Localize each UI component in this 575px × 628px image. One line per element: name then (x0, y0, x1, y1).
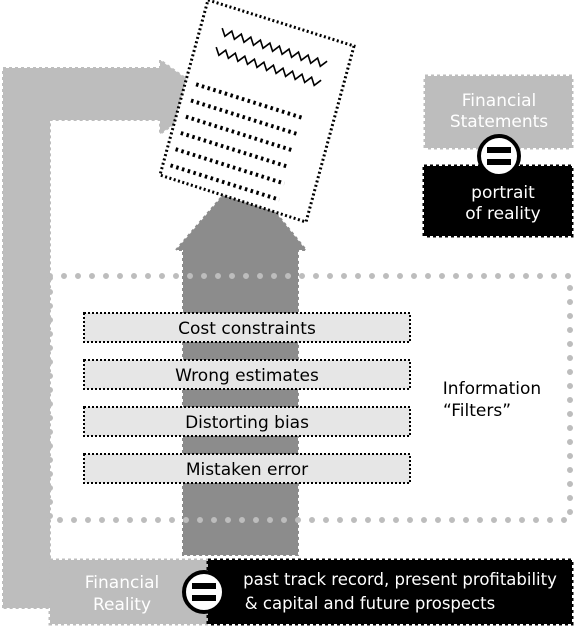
information-filters-title-line2: “Filters” (443, 401, 511, 421)
filter-label: Mistaken error (186, 460, 308, 480)
filter-label: Distorting bias (185, 413, 309, 433)
document-text-line (174, 147, 286, 186)
document-text-line (190, 98, 301, 137)
equals-symbol-top (477, 134, 521, 178)
document-text-line (169, 163, 280, 202)
filter-label: Wrong estimates (175, 366, 319, 386)
filter-bar: Mistaken error (83, 453, 411, 484)
equals-symbol-bottom (182, 570, 226, 614)
financial-statements-label-line1: Financial (462, 91, 536, 111)
financial-reality-box: Financial Reality (48, 558, 210, 626)
filter-bar: Distorting bias (83, 406, 411, 437)
financial-statement-document (158, 0, 356, 224)
filter-bar: Cost constraints (83, 312, 411, 343)
document-header-pattern (215, 46, 322, 87)
portrait-label-line2: of reality (465, 204, 540, 224)
track-record-label-line1: past track record, present profitability (243, 570, 557, 589)
track-record-box: past track record, present profitability… (206, 558, 574, 626)
filter-label: Cost constraints (178, 319, 316, 339)
document-text-line (185, 114, 296, 153)
financial-statements-label-line2: Statements (450, 112, 548, 132)
filter-bar: Wrong estimates (83, 359, 411, 390)
document-text-line (195, 82, 306, 121)
document-text-lines (169, 27, 328, 202)
document-header-pattern (221, 27, 328, 68)
document-text-line (180, 131, 291, 170)
information-filters-title-line1: Information (443, 379, 541, 399)
portrait-label-line1: portrait (471, 183, 535, 203)
financial-reality-label-line2: Reality (93, 595, 151, 615)
track-record-label-line2: & capital and future prospects (245, 594, 495, 613)
financial-reality-label-line1: Financial (85, 573, 159, 593)
information-filters-frame (47, 273, 573, 523)
filter-bars: Cost constraints Wrong estimates Distort… (83, 312, 411, 484)
